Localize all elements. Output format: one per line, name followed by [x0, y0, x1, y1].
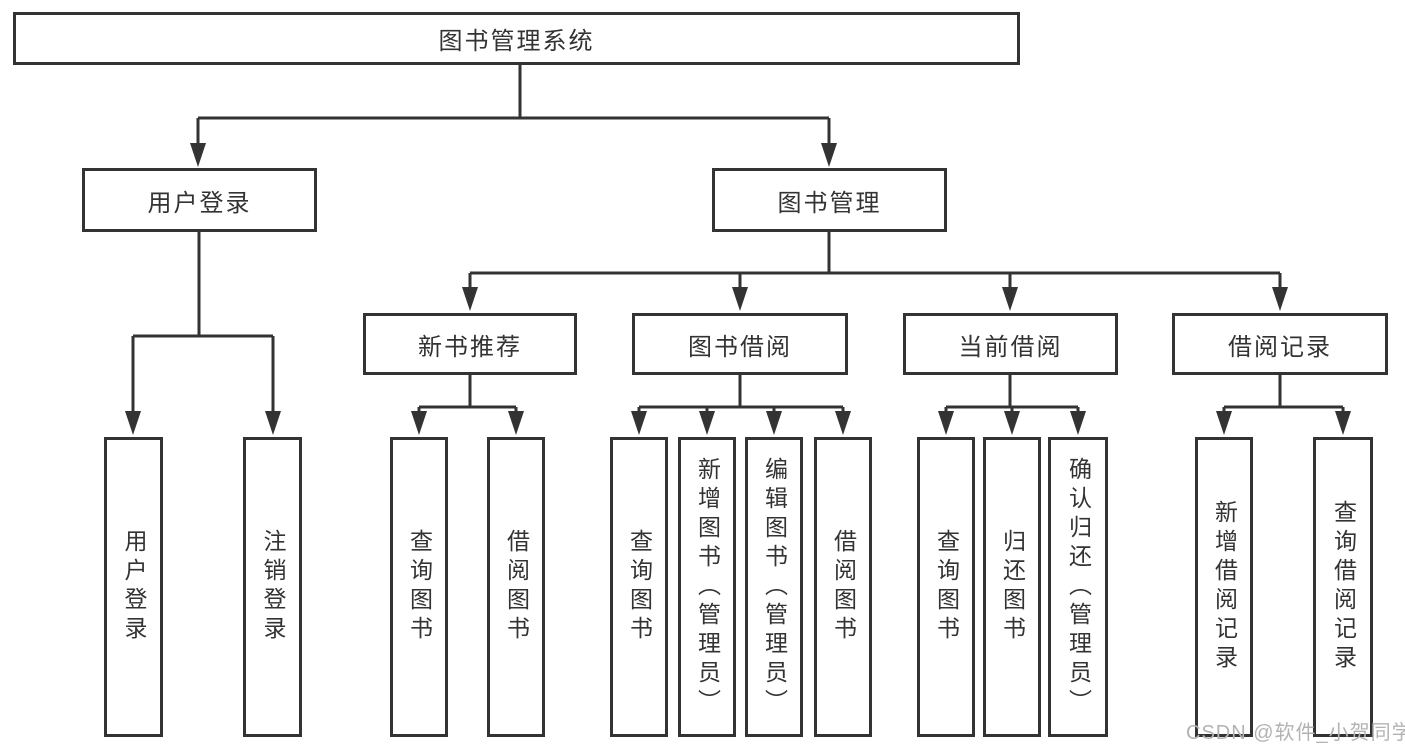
leaf-query-books-borrow: 查询图书	[610, 437, 668, 737]
leaf-logout-label: 注销登录	[260, 529, 286, 645]
leaf-query-books-recommend: 查询图书	[390, 437, 448, 737]
arrowheads	[125, 143, 1351, 435]
leaf-query-books-recommend-label: 查询图书	[406, 529, 433, 645]
leaf-borrow-books-recommend-label: 借阅图书	[503, 529, 530, 645]
leaf-confirm-return-admin-label: 确认归还（管理员）	[1065, 456, 1092, 718]
node-book-borrowing-label: 图书借阅	[688, 333, 792, 361]
leaf-add-books-admin-label: 新增图书（管理员）	[694, 456, 721, 718]
leaf-logout: 注销登录	[243, 437, 302, 737]
leaf-add-borrow-record: 新增借阅记录	[1195, 437, 1253, 737]
node-borrowing-records: 借阅记录	[1172, 313, 1388, 375]
node-user-login-label: 用户登录	[147, 189, 252, 217]
leaf-query-borrow-record: 查询借阅记录	[1313, 437, 1373, 737]
node-library-system: 图书管理系统	[13, 12, 1020, 65]
node-book-management: 图书管理	[712, 168, 947, 232]
leaf-query-borrow-record-label: 查询借阅记录	[1330, 500, 1357, 674]
node-book-management-label: 图书管理	[777, 189, 882, 217]
leaf-query-books-borrow-label: 查询图书	[626, 529, 653, 645]
leaf-query-books-current-label: 查询图书	[933, 529, 960, 645]
leaf-query-books-current: 查询图书	[917, 437, 975, 737]
leaf-add-books-admin: 新增图书（管理员）	[678, 437, 736, 737]
node-user-login: 用户登录	[82, 168, 317, 232]
leaf-user-login-label: 用户登录	[121, 529, 147, 645]
leaf-edit-books-admin-label: 编辑图书（管理员）	[761, 456, 788, 718]
leaf-borrow-books-recommend: 借阅图书	[487, 437, 545, 737]
leaf-return-books-label: 归还图书	[999, 529, 1026, 645]
node-current-borrowing: 当前借阅	[903, 313, 1118, 375]
node-current-borrowing-label: 当前借阅	[958, 333, 1063, 361]
node-borrowing-records-label: 借阅记录	[1228, 333, 1332, 361]
leaf-return-books: 归还图书	[983, 437, 1041, 737]
leaf-user-login: 用户登录	[104, 437, 163, 737]
leaf-add-borrow-record-label: 新增借阅记录	[1211, 500, 1238, 674]
node-new-book-recommend: 新书推荐	[363, 313, 577, 375]
csdn-watermark: CSDN @软件_小贺同学	[1186, 722, 1405, 744]
leaf-borrow-books-label: 借阅图书	[830, 529, 857, 645]
leaf-borrow-books: 借阅图书	[814, 437, 872, 737]
leaf-confirm-return-admin: 确认归还（管理员）	[1048, 437, 1108, 737]
leaf-edit-books-admin: 编辑图书（管理员）	[745, 437, 803, 737]
node-library-system-label: 图书管理系统	[438, 28, 595, 55]
node-new-book-recommend-label: 新书推荐	[418, 333, 522, 361]
node-book-borrowing: 图书借阅	[632, 313, 848, 375]
